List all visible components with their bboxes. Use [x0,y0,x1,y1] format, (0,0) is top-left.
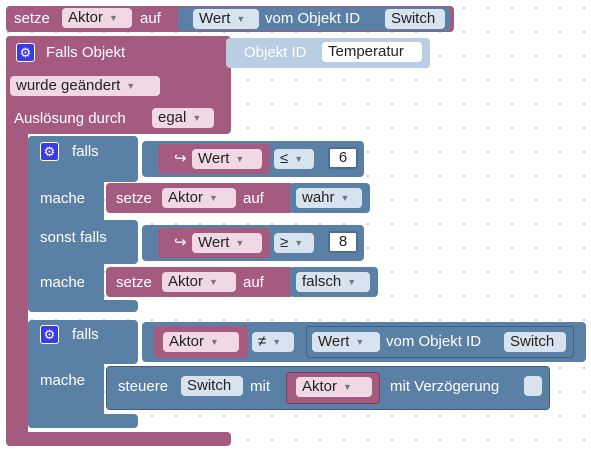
value-attr-3-label: Wert [318,333,350,350]
steuere-label: steuere [118,378,169,395]
trigger-block-footer [6,432,231,446]
operator-2-label: ≥ [280,234,289,251]
auf-label: auf [140,10,161,27]
if-block-1-footer [28,300,138,312]
mache-label-2: mache [40,274,86,291]
ausloesung-label: Auslösung durch [14,110,126,127]
falls-label: falls [72,143,99,160]
gear-icon[interactable]: ⚙ [40,325,59,344]
object-id-field-3[interactable]: Switch [504,332,566,352]
operator-dropdown-2[interactable]: ≥▼ [274,233,314,253]
object-id-label: Objekt ID [244,44,307,61]
gear-icon[interactable]: ⚙ [16,43,35,62]
chevron-down-icon: ▼ [294,154,304,164]
change-mode-dropdown[interactable]: wurde geändert ▼ [10,76,160,96]
vom-objekt-label: vom Objekt ID [265,10,361,27]
operator-3-label: ≠ [258,333,267,350]
chevron-down-icon: ▼ [209,277,218,287]
chevron-down-icon: ▼ [340,193,350,203]
chevron-down-icon: ▼ [347,277,357,287]
object-id-field[interactable]: Switch [385,9,445,29]
chevron-down-icon: ▼ [235,238,245,248]
value-dropdown-1[interactable]: Wert ▼ [192,149,262,169]
variable-dropdown-4-label: Aktor [302,378,338,395]
delay-checkbox[interactable] [524,376,542,396]
sonst-falls-label: sonst falls [40,229,107,246]
operator-1-label: ≤ [280,150,289,167]
falls-label-2: falls [72,326,99,343]
value-dropdown-1-label: Wert [198,150,230,167]
vom-objekt-label-3: vom Objekt ID [386,333,482,350]
object-id-value[interactable]: Temperatur [322,42,422,62]
chevron-down-icon: ▼ [236,14,246,24]
auf-label-1: auf [243,190,264,207]
chevron-down-icon: ▼ [294,238,304,248]
variable-dropdown[interactable]: Aktor ▼ [62,8,132,28]
operator-dropdown-3[interactable]: ≠▼ [252,332,294,352]
arrow-icon: ↪ [174,234,187,251]
setze-label-2: setze [116,274,152,291]
operator-dropdown-1[interactable]: ≤▼ [274,149,314,169]
value-dropdown-2[interactable]: Wert ▼ [192,233,262,253]
mit-label: mit [250,378,270,395]
setze-label-1: setze [116,190,152,207]
number-input-1[interactable]: 6 [328,147,358,169]
variable-dropdown-1[interactable]: Aktor ▼ [162,188,236,208]
value-attr-dropdown-3[interactable]: Wert ▼ [312,332,380,352]
bool-dropdown-1[interactable]: wahr ▼ [296,188,362,208]
ausloesung-value: egal [158,109,187,126]
gear-icon[interactable]: ⚙ [40,142,59,161]
auf-label-2: auf [243,274,264,291]
chevron-down-icon: ▼ [343,382,352,392]
if-block-1-sonst [28,220,138,264]
value-attr-label: Wert [199,10,231,27]
chevron-down-icon: ▼ [355,337,365,347]
chevron-down-icon: ▼ [210,337,219,347]
chevron-down-icon: ▼ [126,81,136,91]
chevron-down-icon: ▼ [209,193,218,203]
variable-dropdown-label: Aktor [68,9,104,26]
arrow-icon: ↪ [174,150,187,167]
variable-dropdown-1-label: Aktor [168,189,204,206]
mache-label-3: mache [40,372,86,389]
if-block-2-footer [28,414,138,428]
variable-dropdown-2[interactable]: Aktor ▼ [162,272,236,292]
value-dropdown-2-label: Wert [198,234,230,251]
trigger-block-spine [6,36,28,446]
number-input-2[interactable]: 8 [328,231,358,253]
mache-label-1: mache [40,190,86,207]
chevron-down-icon: ▼ [235,154,245,164]
setze-label: setze [14,10,50,27]
variable-dropdown-4[interactable]: Aktor ▼ [296,377,372,397]
chevron-down-icon: ▼ [109,13,118,23]
variable-dropdown-2-label: Aktor [168,273,204,290]
bool-dropdown-2[interactable]: falsch ▼ [296,272,370,292]
chevron-down-icon: ▼ [192,113,202,123]
falls-objekt-label: Falls Objekt [46,44,126,61]
bool-2-label: falsch [302,273,342,290]
chevron-down-icon: ▼ [272,337,282,347]
value-attr-dropdown[interactable]: Wert ▼ [193,9,259,29]
variable-dropdown-3-label: Aktor [169,333,205,350]
variable-dropdown-3[interactable]: Aktor ▼ [163,332,239,352]
control-object-field[interactable]: Switch [181,376,243,396]
delay-label: mit Verzögerung [390,378,500,395]
change-mode-label: wurde geändert [16,77,121,94]
ausloesung-dropdown[interactable]: egal ▼ [152,108,214,128]
bool-1-label: wahr [302,189,335,206]
